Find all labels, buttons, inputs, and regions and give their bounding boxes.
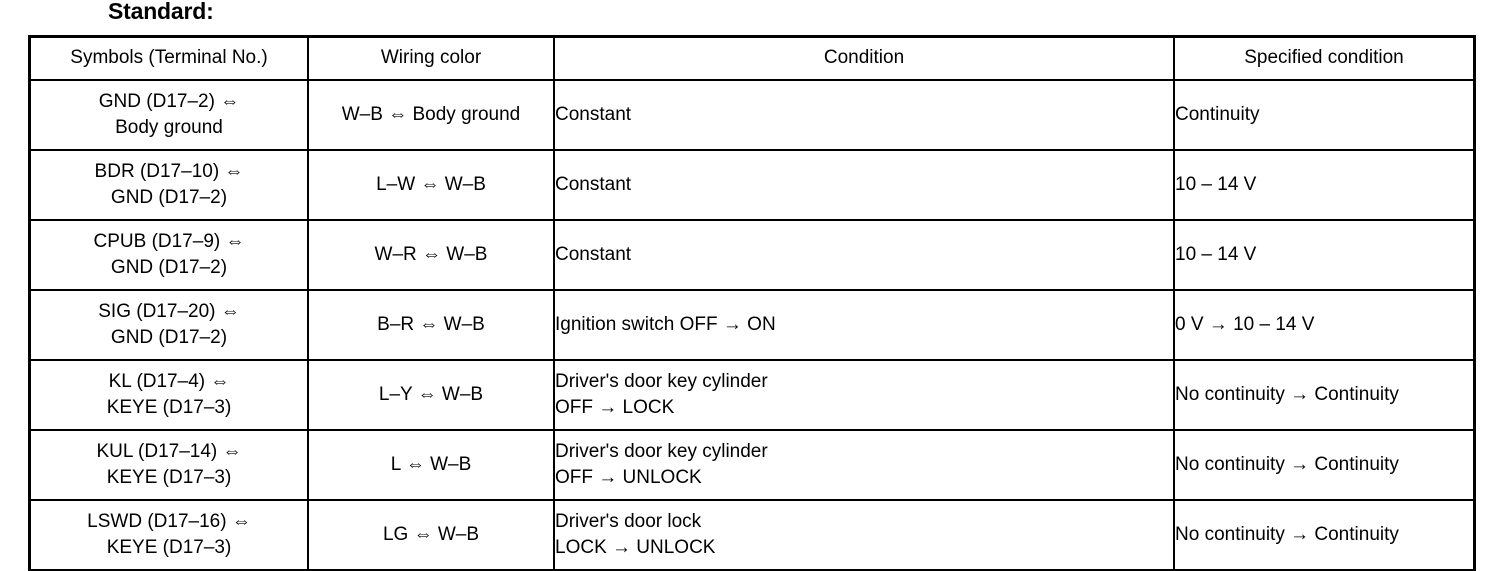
cell-specified-condition: Continuity: [1173, 79, 1475, 151]
column-header-symbols: Symbols (Terminal No.): [29, 36, 309, 81]
cell-symbols: KUL (D17–14) ⇔ KEYE (D17–3): [29, 429, 309, 501]
symbols-line-2: KEYE (D17–3): [106, 537, 232, 558]
condition-line-1: Driver's door key cylinder: [555, 370, 768, 392]
symbols-line-2: Body ground: [115, 117, 223, 138]
cell-wiring-color: B–R ⇔ W–B: [307, 289, 555, 361]
condition-line-1: Ignition switch OFF → ON: [555, 313, 776, 335]
standard-specification-table: Symbols (Terminal No.) Wiring color Cond…: [28, 35, 1476, 571]
cell-condition: Constant: [553, 149, 1175, 221]
cell-specified-condition: No continuity → Continuity: [1173, 429, 1475, 501]
symbols-line-1: KUL (D17–14) ⇔: [96, 440, 242, 462]
table-body: GND (D17–2) ⇔ Body ground W–B ⇔ Body groun…: [29, 79, 1475, 571]
symbols-line-1: SIG (D17–20) ⇔: [98, 300, 240, 322]
symbols-line-2: KEYE (D17–3): [106, 397, 232, 418]
cell-wiring-color: L–Y ⇔ W–B: [307, 359, 555, 431]
cell-specified-condition: 10 – 14 V: [1173, 149, 1475, 221]
cell-symbols: SIG (D17–20) ⇔ GND (D17–2): [29, 289, 309, 361]
condition-line-1: Driver's door key cylinder: [555, 440, 768, 462]
symbols-line-1: CPUB (D17–9) ⇔: [93, 230, 245, 252]
cell-specified-condition: No continuity → Continuity: [1173, 499, 1475, 571]
cell-specified-condition: 10 – 14 V: [1173, 219, 1475, 291]
page-title: Standard:: [108, 0, 214, 24]
symbols-line-2: KEYE (D17–3): [106, 467, 232, 488]
symbols-line-1: BDR (D17–10) ⇔: [94, 160, 244, 182]
symbols-line-2: GND (D17–2): [110, 257, 228, 278]
condition-line-2: OFF → LOCK: [555, 397, 675, 418]
condition-line-2: OFF → UNLOCK: [555, 467, 702, 488]
symbols-line-2: GND (D17–2): [110, 327, 228, 348]
cell-symbols: KL (D17–4) ⇔ KEYE (D17–3): [29, 359, 309, 431]
cell-symbols: LSWD (D17–16) ⇔ KEYE (D17–3): [29, 499, 309, 571]
cell-condition: Constant: [553, 219, 1175, 291]
cell-symbols: GND (D17–2) ⇔ Body ground: [29, 79, 309, 151]
cell-wiring-color: L ⇔ W–B: [307, 429, 555, 501]
column-header-wiring-color: Wiring color: [307, 36, 555, 81]
symbols-line-1: GND (D17–2) ⇔: [98, 90, 240, 112]
cell-condition: Ignition switch OFF → ON: [553, 289, 1175, 361]
symbols-line-2: GND (D17–2): [110, 187, 228, 208]
symbols-line-1: KL (D17–4) ⇔: [108, 370, 230, 392]
cell-wiring-color: W–R ⇔ W–B: [307, 219, 555, 291]
symbols-line-1: LSWD (D17–16) ⇔: [87, 510, 251, 532]
table-header-row: Symbols (Terminal No.) Wiring color Cond…: [29, 36, 1475, 81]
column-header-specified-condition: Specified condition: [1173, 36, 1475, 81]
cell-wiring-color: W–B ⇔ Body ground: [307, 79, 555, 151]
condition-line-1: Constant: [555, 243, 632, 265]
cell-symbols: BDR (D17–10) ⇔ GND (D17–2): [29, 149, 309, 221]
cell-condition: Constant: [553, 79, 1175, 151]
cell-symbols: CPUB (D17–9) ⇔ GND (D17–2): [29, 219, 309, 291]
table-row: GND (D17–2) ⇔ Body ground W–B ⇔ Body groun…: [29, 79, 1475, 151]
condition-line-1: Driver's door lock: [555, 510, 702, 532]
condition-line-2: LOCK → UNLOCK: [555, 537, 716, 558]
cell-wiring-color: LG ⇔ W–B: [307, 499, 555, 571]
cell-specified-condition: No continuity → Continuity: [1173, 359, 1475, 431]
condition-line-1: Constant: [555, 103, 632, 125]
cell-wiring-color: L–W ⇔ W–B: [307, 149, 555, 221]
condition-line-1: Constant: [555, 173, 632, 195]
table-header: Symbols (Terminal No.) Wiring color Cond…: [29, 36, 1475, 81]
column-header-condition: Condition: [553, 36, 1175, 81]
cell-specified-condition: 0 V → 10 – 14 V: [1173, 289, 1475, 361]
